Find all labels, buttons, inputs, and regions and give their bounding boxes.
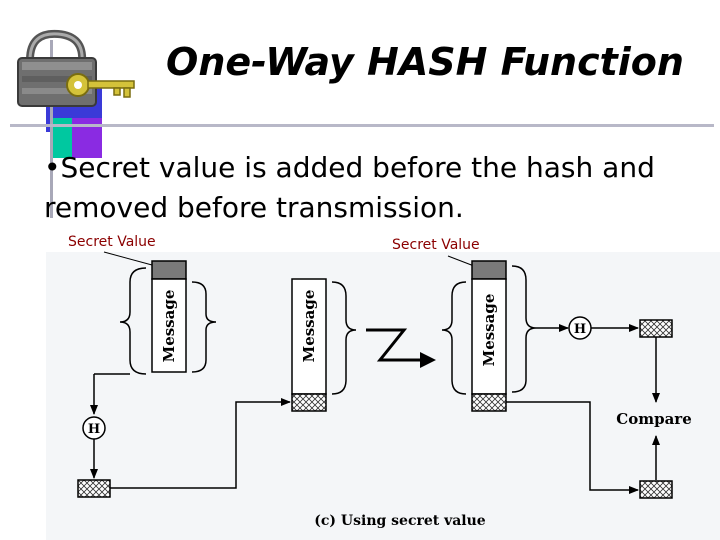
decor-vertical-line <box>50 40 53 218</box>
hash-symbol-left: H <box>88 422 100 437</box>
path-sender-hash-to-message <box>110 398 291 489</box>
hash-block-3 <box>471 393 507 412</box>
bullet-text: Secret value is added before the hash an… <box>44 151 655 224</box>
message-block-3 <box>471 278 507 395</box>
compare-label: Compare <box>616 410 691 428</box>
brace-right-1 <box>191 281 217 373</box>
secret-block-1 <box>151 260 187 280</box>
path-hash-to-receiver <box>506 401 639 494</box>
bullet-point: •Secret value is added before the hash a… <box>44 148 714 228</box>
message-label-1: Message <box>160 290 178 363</box>
message-block-1 <box>151 278 187 373</box>
key-icon <box>66 73 135 98</box>
slide-title: One-Way HASH Function <box>166 40 684 84</box>
secret-value-label-left: Secret Value <box>68 234 156 250</box>
transmission-zigzag <box>366 328 420 362</box>
diagram-background <box>46 252 720 540</box>
bullet-marker: • <box>44 151 61 184</box>
decor-teal-square <box>50 118 72 158</box>
message-block-2 <box>291 278 327 395</box>
brace-right-2 <box>331 281 357 395</box>
message-label-3: Message <box>480 294 498 367</box>
received-hash-box <box>639 480 673 499</box>
hash-diagram: Message Message Message H Compare <box>46 251 720 540</box>
decor-horizontal-line <box>10 124 714 127</box>
hash-block-2 <box>291 393 327 412</box>
secret-block-3 <box>471 260 507 280</box>
secret-leader-left <box>103 251 153 266</box>
brace-left-1 <box>119 267 147 375</box>
secret-leader-right <box>447 255 475 267</box>
diagram-caption: (c) Using secret value <box>314 513 486 529</box>
computed-hash-box <box>639 319 673 338</box>
brace-left-3 <box>441 281 467 395</box>
hash-symbol-right: H <box>574 322 586 337</box>
sender-hash-box <box>77 479 111 498</box>
secret-value-label-right: Secret Value <box>392 237 480 253</box>
message-label-2: Message <box>300 290 318 363</box>
